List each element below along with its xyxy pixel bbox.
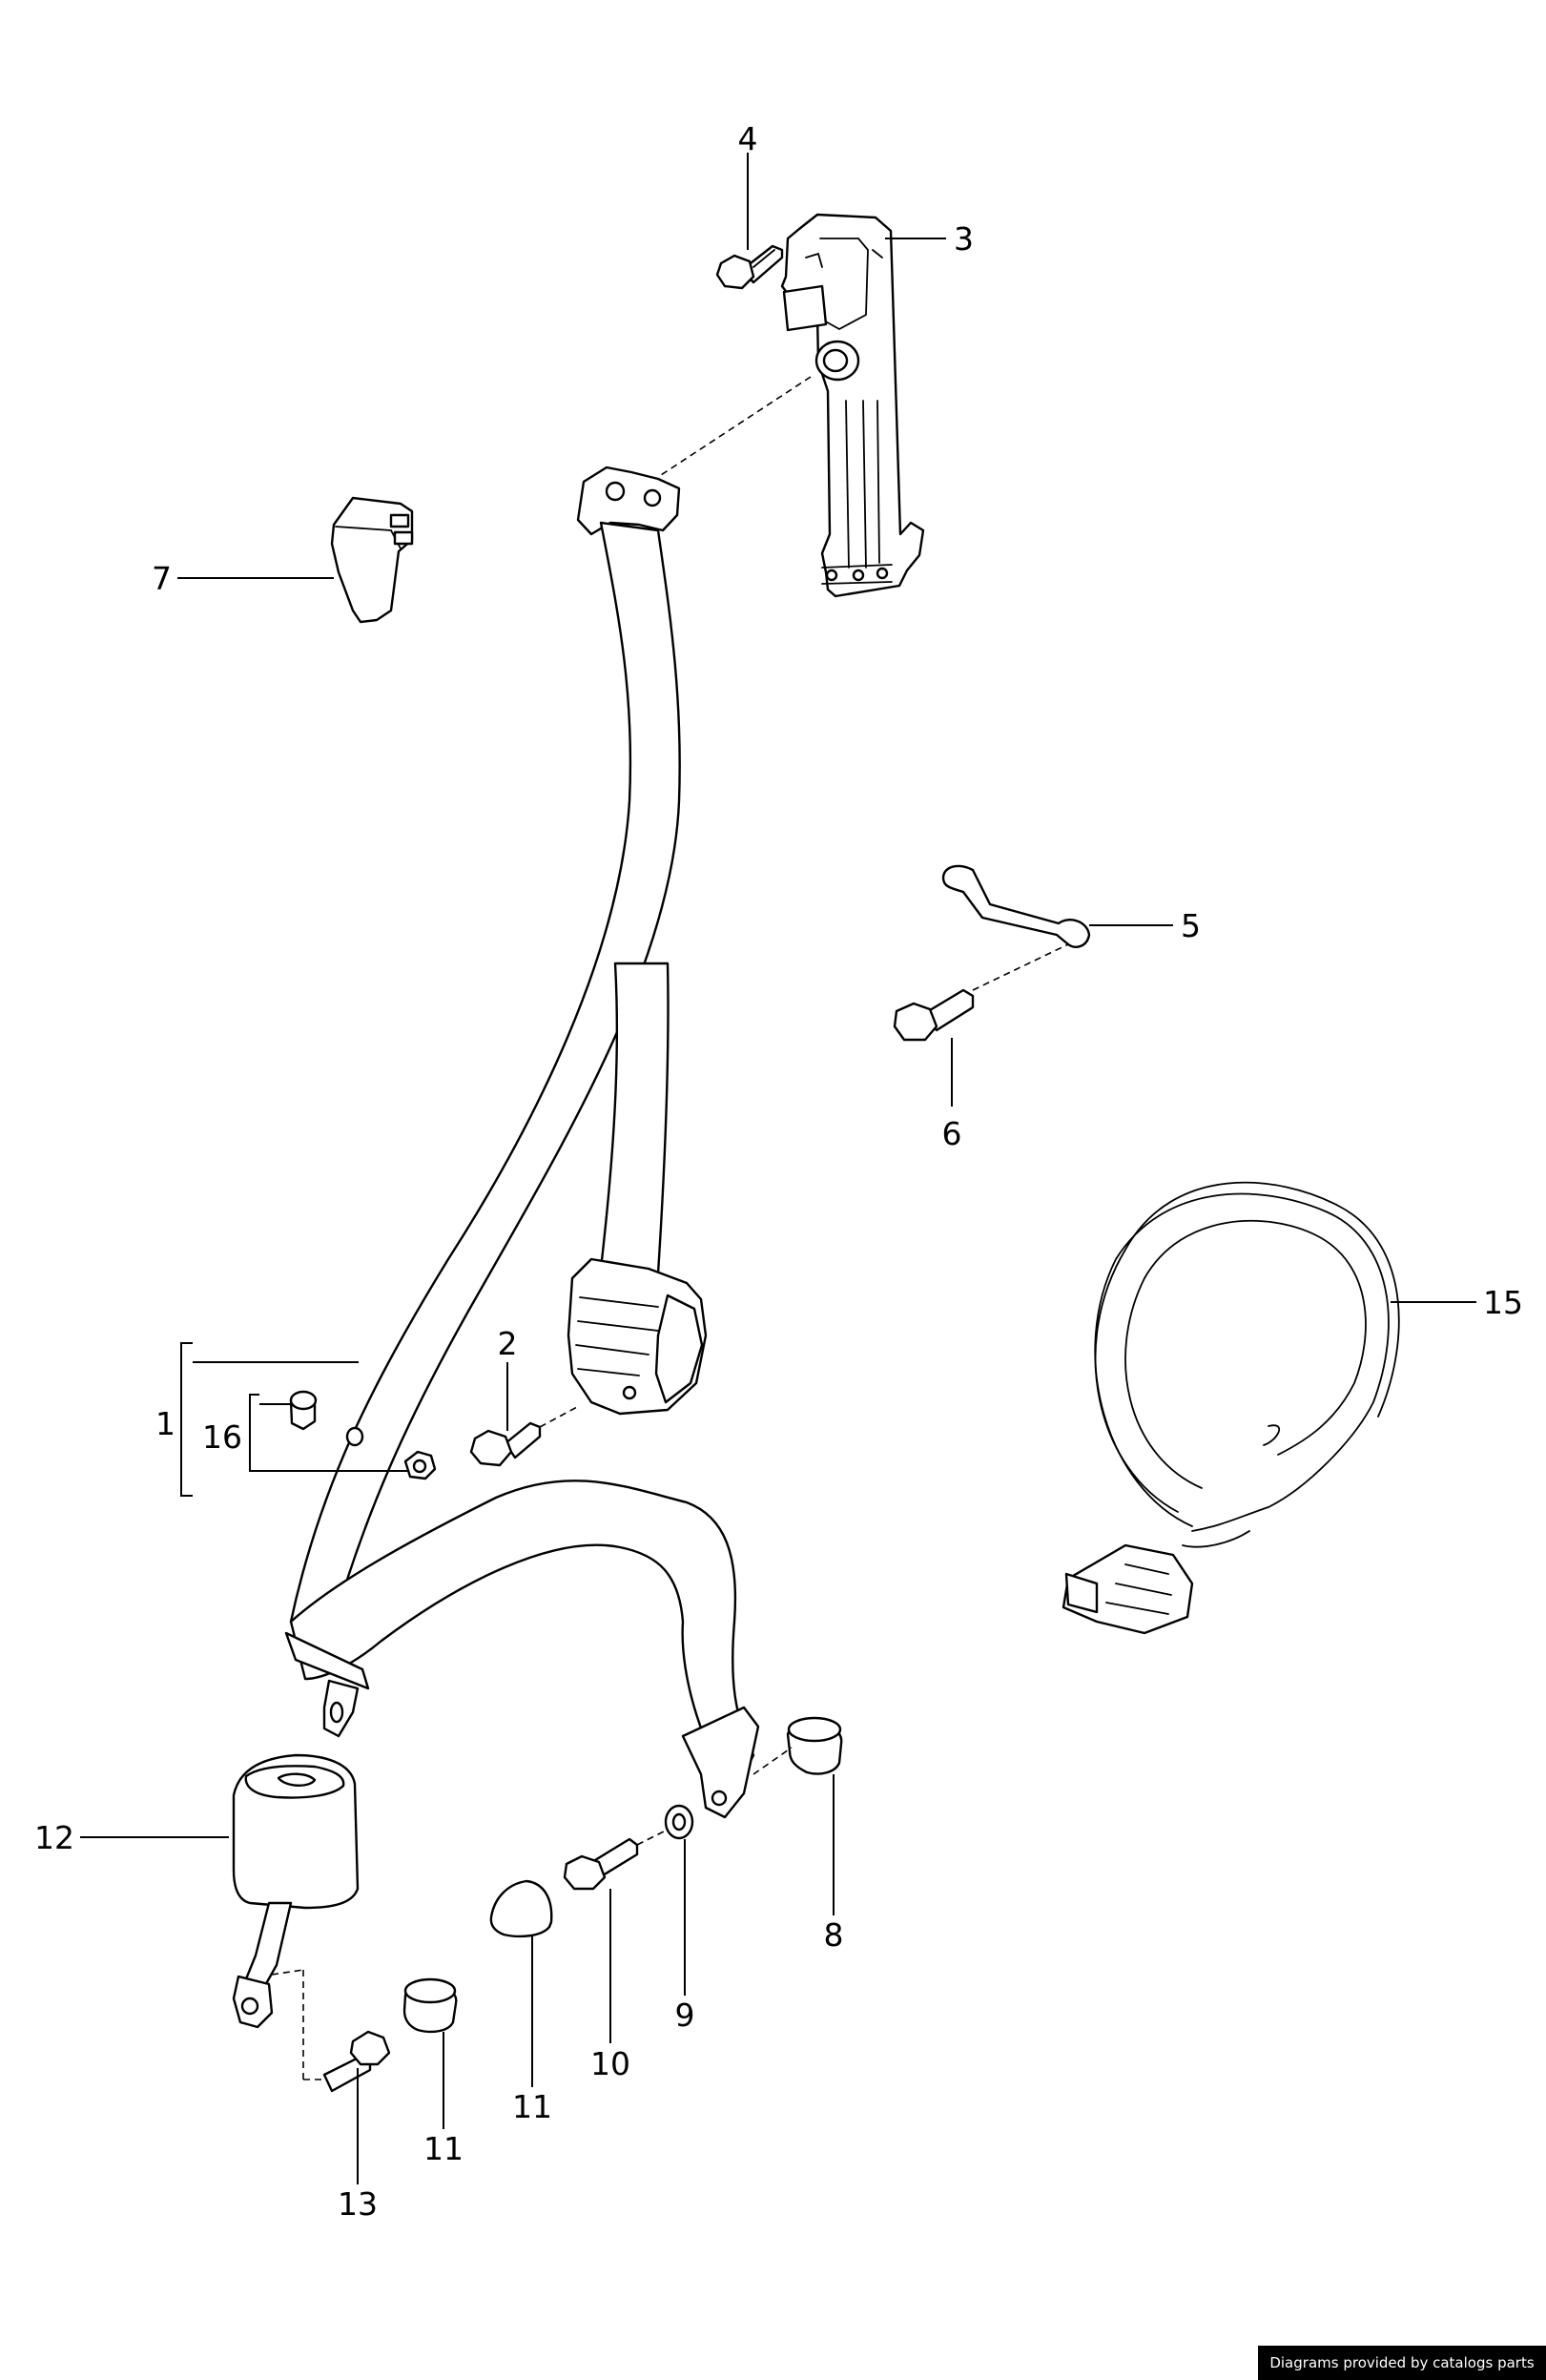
part-11-cap-upper — [489, 1879, 553, 1938]
callout-3: 3 — [954, 220, 974, 258]
part-10-bolt — [563, 1837, 639, 1891]
diagram-credit-badge: Diagrams provided by catalogs parts — [1258, 2346, 1546, 2380]
part-2-bolt — [469, 1421, 542, 1467]
callout-6: 6 — [942, 1115, 962, 1152]
callout-1: 1 — [155, 1405, 175, 1442]
callout-10: 10 — [590, 2045, 630, 2082]
callout-16: 16 — [202, 1418, 242, 1456]
part-1-belt-webbing — [284, 466, 760, 1819]
callout-2: 2 — [498, 1325, 518, 1362]
callout-5: 5 — [1181, 907, 1201, 944]
callout-11-lower: 11 — [423, 2130, 464, 2167]
part-16-fastener-kit — [289, 1390, 437, 1480]
callout-7: 7 — [152, 560, 172, 597]
part-4-bolt — [715, 244, 784, 290]
part-7-trim-cover — [330, 496, 414, 624]
callout-8: 8 — [824, 1916, 844, 1954]
callout-labels: 4 3 7 5 6 2 15 1 16 12 8 9 10 11 11 13 — [34, 120, 1523, 2223]
part-6-bolt — [893, 988, 975, 1042]
part-8-spacer — [786, 1716, 843, 1775]
assembly-lines — [271, 376, 1069, 2080]
callout-11-upper: 11 — [512, 2088, 552, 2125]
part-12-buckle — [232, 1753, 360, 2029]
part-5-wire-bracket — [941, 864, 1091, 948]
part-3-height-adjuster-rail — [780, 213, 925, 598]
callout-12: 12 — [34, 1819, 74, 1856]
callout-13: 13 — [338, 2185, 378, 2223]
callout-9: 9 — [675, 1997, 695, 2034]
callout-4: 4 — [738, 120, 758, 157]
part-1-retractor — [567, 1257, 708, 1416]
part-13-bolt — [322, 2030, 391, 2093]
part-9-washer — [664, 1804, 694, 1840]
leader-lines — [80, 153, 1476, 2184]
callout-15: 15 — [1483, 1284, 1523, 1321]
part-15-wiring-harness — [1062, 1181, 1400, 1635]
part-11-spacer-lower — [402, 1977, 458, 2034]
